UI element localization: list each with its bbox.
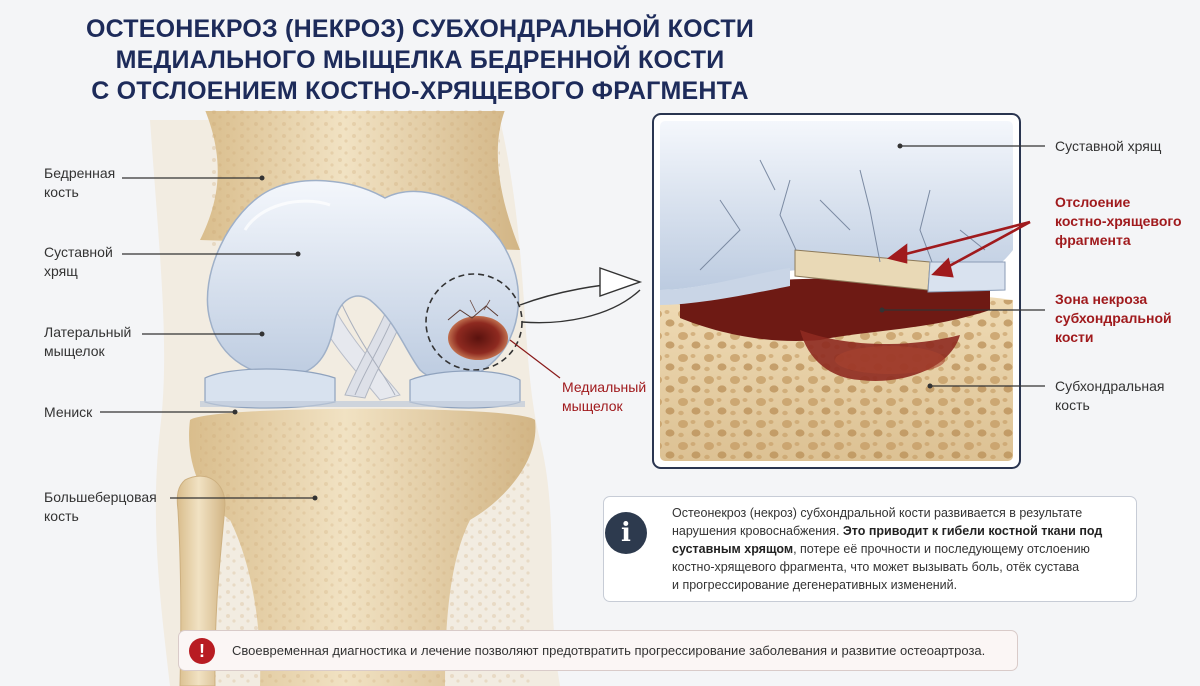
femoral-condyles [206,179,520,383]
label-necrosis-zone-line3: кости [1055,329,1094,345]
info-line-3-bold: суставным хрящом [672,542,794,556]
label-necrosis-zone: Зона некроза субхондральной кости [1055,290,1172,347]
label-lateral-condyle-line2: мыщелок [44,343,105,359]
label-cartilage-right-line1: Суставной хрящ [1055,138,1162,154]
label-detachment-line1: Отслоение [1055,194,1131,210]
label-femur-line2: кость [44,184,79,200]
info-icon: i [605,512,647,554]
label-medial-condyle-line1: Медиальный [562,379,647,395]
label-detachment-line2: костно-хрящевого [1055,213,1182,229]
label-cartilage-left-line2: хрящ [44,263,78,279]
label-femur: Бедренная кость [44,164,115,202]
page-title: ОСТЕОНЕКРОЗ (НЕКРОЗ) СУБХОНДРАЛЬНОЙ КОСТ… [60,14,780,107]
label-detachment-line3: фрагмента [1055,232,1131,248]
info-box [603,496,1137,602]
left-leader-lines [100,177,315,499]
info-text: Остеонекроз (некроз) субхондральной кост… [672,504,1122,594]
medial-condyle-leader [509,339,561,379]
zoom-arrow [519,267,643,324]
zoom-inset [652,113,1045,469]
label-meniscus: Мениск [44,403,92,422]
label-medial-condyle-line2: мыщелок [562,398,623,414]
label-cartilage-right: Суставной хрящ [1055,137,1161,156]
info-line-3-normal: , потере её прочности и последующему отс… [793,542,1090,556]
label-necrosis-zone-line1: Зона некроза [1055,291,1148,307]
info-line-1: Остеонекроз (некроз) субхондральной кост… [672,506,1083,520]
title-line-3: С ОТСЛОЕНИЕМ КОСТНО-ХРЯЩЕВОГО ФРАГМЕНТА [91,77,749,105]
label-subchondral-bone-line1: Субхондральная [1055,378,1165,394]
necrosis-spot [447,299,508,360]
label-medial-condyle: Медиальный мыщелок [562,378,646,416]
label-necrosis-zone-line2: субхондральной [1055,310,1172,326]
label-lateral-condyle-line1: Латеральный [44,324,132,340]
info-line-3: суставным хрящом, потере её прочности и … [672,540,1122,558]
label-detachment: Отслоение костно-хрящевого фрагмента [1055,193,1182,250]
info-line-2-bold: Это приводит к гибели костной ткани под [842,524,1103,538]
alert-text: Своевременная диагностика и лечение позв… [232,643,986,658]
label-tibia: Большеберцовая кость [44,488,157,526]
label-subchondral-bone: Субхондральная кость [1055,377,1164,415]
label-lateral-condyle: Латеральный мыщелок [44,323,131,361]
label-meniscus-line1: Мениск [44,404,93,420]
info-line-2: нарушения кровоснабжения. Это приводит к… [672,522,1122,540]
alert-box [178,630,1018,671]
label-tibia-line1: Большеберцовая [44,489,157,505]
title-line-2: МЕДИАЛЬНОГО МЫЩЕЛКА БЕДРЕННОЙ КОСТИ [115,46,725,74]
label-tibia-line2: кость [44,508,79,524]
left-leader-dots [232,175,318,501]
label-cartilage-left: Суставной хрящ [44,243,113,281]
meniscus [200,368,525,409]
label-subchondral-bone-line2: кость [1055,397,1090,413]
label-femur-line1: Бедренная [44,165,116,181]
info-line-5: и прогрессирование дегенеративных измене… [672,578,958,592]
label-cartilage-left-line1: Суставной [44,244,113,260]
exclamation-icon: ! [189,638,215,664]
title-line-1: ОСТЕОНЕКРОЗ (НЕКРОЗ) СУБХОНДРАЛЬНОЙ КОСТ… [86,15,754,43]
info-line-2-normal: нарушения кровоснабжения. [672,524,843,538]
info-line-4: костно-хрящевого фрагмента, что может вы… [672,560,1080,574]
